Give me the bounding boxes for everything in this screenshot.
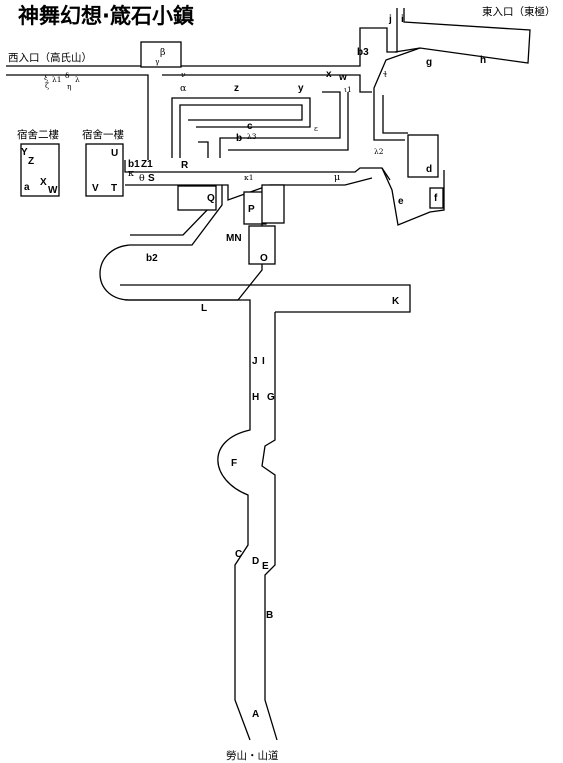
building-f bbox=[429, 187, 444, 209]
marker-z: z bbox=[234, 83, 239, 94]
east-spur bbox=[381, 167, 445, 226]
east-branch-edge bbox=[382, 95, 408, 134]
south-road-left bbox=[217, 312, 251, 741]
marker-w: W bbox=[48, 185, 58, 196]
dorm-2f-label: 宿舍二樓 bbox=[17, 128, 59, 141]
marker-i: i bbox=[401, 14, 404, 25]
marker-iota1: ι1 bbox=[344, 85, 352, 94]
building-beta bbox=[140, 41, 182, 68]
marker-kappa1: κ1 bbox=[244, 173, 253, 182]
marker-i: I bbox=[262, 356, 265, 367]
marker-z1: Z1 bbox=[141, 159, 153, 170]
marker-r: R bbox=[181, 160, 189, 171]
marker-d: D bbox=[252, 556, 259, 567]
marker-lambda3: λ3 bbox=[247, 132, 257, 141]
marker-mn: MN bbox=[226, 233, 242, 244]
west-road-lower-edge bbox=[6, 74, 149, 160]
south-entrance-label: 勞山・山道 bbox=[226, 749, 279, 762]
marker-s: S bbox=[148, 173, 155, 184]
marker-lambda: λ bbox=[75, 75, 80, 84]
marker-b1: b1 bbox=[128, 159, 140, 170]
middle-road-edge bbox=[162, 74, 372, 93]
marker-kappa: κ bbox=[128, 168, 134, 179]
north-loop-inner bbox=[179, 104, 303, 158]
marker-delta: δ bbox=[65, 71, 70, 80]
marker-a: A bbox=[252, 709, 259, 720]
marker-lambda1: λ1 bbox=[52, 75, 62, 84]
marker-h: H bbox=[252, 392, 259, 403]
marker-u: U bbox=[111, 148, 118, 159]
marker-q: Q bbox=[207, 193, 215, 204]
marker-p: P bbox=[248, 204, 255, 215]
marker-w: w bbox=[338, 72, 347, 83]
marker-gamma: γ bbox=[155, 57, 160, 66]
main-ew-upper bbox=[124, 160, 391, 181]
marker-d: d bbox=[426, 164, 432, 175]
marker-z: Z bbox=[28, 156, 34, 167]
marker-y: y bbox=[298, 83, 304, 94]
east-road-lower bbox=[373, 47, 421, 141]
marker-theta: θ bbox=[139, 173, 145, 184]
marker-v: V bbox=[92, 183, 99, 194]
marker-epsilon: ε bbox=[314, 124, 318, 133]
building-o bbox=[248, 225, 276, 265]
marker-c: c bbox=[247, 121, 253, 132]
marker-o: O bbox=[260, 253, 268, 264]
marker-nu: ν bbox=[181, 70, 186, 79]
west-entrance-label: 西入口（高氏山） bbox=[8, 51, 92, 64]
marker-a: a bbox=[24, 182, 30, 193]
dorm-2f-building bbox=[20, 143, 60, 197]
building-p-annex bbox=[261, 184, 285, 224]
marker-y: Y bbox=[21, 147, 28, 158]
marker-tau: τ bbox=[383, 70, 387, 79]
marker-iota: ι bbox=[384, 68, 387, 77]
east-entrance-label: 東入口（東極） bbox=[482, 5, 556, 18]
marker-b: B bbox=[266, 610, 273, 621]
marker-f: F bbox=[231, 458, 237, 469]
marker-x: X bbox=[40, 177, 47, 188]
map-title: 神舞幻想·箴石小鎮 bbox=[18, 4, 194, 28]
marker-e: e bbox=[398, 196, 404, 207]
dorm-1f-label: 宿舍一樓 bbox=[82, 128, 124, 141]
marker-g: G bbox=[267, 392, 275, 403]
loop-connector bbox=[198, 141, 209, 158]
south-road-right bbox=[261, 312, 278, 741]
marker-e: E bbox=[262, 561, 269, 572]
long-road-top bbox=[120, 284, 411, 313]
marker-lambda2: λ2 bbox=[374, 147, 384, 156]
marker-eta: η bbox=[67, 82, 72, 91]
north-loop-outer bbox=[171, 97, 311, 158]
big-u-road bbox=[219, 91, 341, 158]
marker-g: g bbox=[426, 57, 432, 68]
long-road-bottom bbox=[125, 299, 251, 312]
marker-k: K bbox=[392, 296, 400, 307]
marker-f: f bbox=[434, 193, 438, 204]
marker-j: J bbox=[252, 356, 258, 367]
marker-mu: μ bbox=[334, 172, 340, 183]
building-d bbox=[407, 134, 439, 178]
marker-h: h bbox=[480, 55, 486, 66]
marker-alpha: α bbox=[180, 83, 187, 94]
marker-b: b bbox=[236, 133, 242, 144]
big-u-road-inner bbox=[228, 92, 349, 151]
marker-j: j bbox=[388, 14, 392, 25]
marker-t: T bbox=[111, 183, 117, 194]
marker-c: C bbox=[235, 549, 242, 560]
marker-b3: b3 bbox=[357, 47, 369, 58]
marker-b2: b2 bbox=[146, 253, 158, 264]
building-q bbox=[177, 185, 217, 211]
dorm-1f-building bbox=[85, 143, 124, 197]
marker-beta: β bbox=[160, 47, 166, 58]
marker-xi: ξ bbox=[44, 73, 48, 82]
marker-l: L bbox=[201, 303, 207, 314]
east-road-upper bbox=[394, 8, 531, 64]
marker-zeta: ζ bbox=[45, 81, 49, 90]
marker-x: x bbox=[326, 69, 332, 80]
